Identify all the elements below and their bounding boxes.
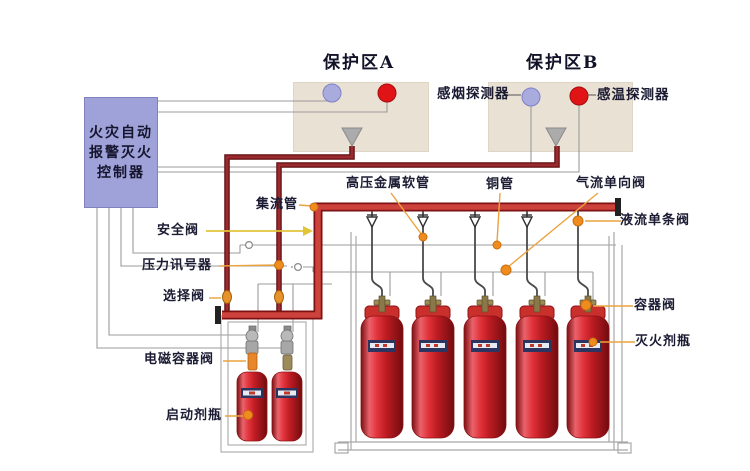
solenoid-container-valve-part	[247, 352, 258, 371]
cylinder-risers	[371, 211, 589, 300]
nozzle-b-icon	[545, 127, 567, 148]
manifold-marker-dot	[309, 202, 319, 212]
zone-a-devices	[322, 83, 397, 148]
nozzle-a-icon	[341, 127, 363, 148]
label-manifold: 集流管	[256, 197, 299, 212]
agent-bottle-marker-dot	[588, 337, 598, 347]
hose-marker-dot	[418, 232, 428, 242]
safety-valve-callout	[206, 226, 313, 236]
safety-valve-arrow-icon	[303, 226, 313, 236]
heat-detector-b-icon	[569, 86, 589, 106]
label-high-pressure-hose: 高压金属软管	[346, 176, 431, 191]
zone-b-devices	[521, 86, 589, 148]
protection-zone-b-box	[488, 82, 633, 152]
container-valve-ball	[580, 299, 592, 311]
starter-bottle-marker-dot	[243, 410, 253, 420]
valve-markers	[222, 202, 598, 420]
label-pressure-signal: 压力讯号器	[142, 258, 213, 273]
label-copper-pipe: 铜管	[486, 177, 515, 192]
gas-check-valve-ball	[500, 264, 512, 276]
label-starter-bottle: 启动剂瓶	[166, 408, 223, 423]
label-liquid-check-valve: 液流单条阀	[620, 213, 691, 228]
zone-discharge-pipes	[224, 146, 560, 315]
label-smoke-detector: 感烟探测器	[437, 86, 510, 102]
controller-line-2: 报警灭火	[89, 144, 153, 161]
callout-lines	[209, 192, 635, 417]
pressure-signal-device	[274, 260, 284, 270]
label-gas-check-valve: 气流单向阀	[576, 176, 647, 191]
smoke-detector-b-icon	[521, 87, 541, 107]
liquid-check-valve-ball	[572, 215, 584, 227]
label-heat-detector: 感温探测器	[597, 87, 670, 103]
starter-bottles	[236, 325, 303, 442]
label-safety-valve: 安全阀	[157, 223, 200, 238]
cylinder-brass-valves	[373, 295, 597, 313]
smoke-detector-a-icon	[322, 83, 342, 103]
selector-valve-a	[222, 290, 232, 304]
agent-cylinders	[360, 295, 610, 439]
copper-pipe-marker-dot	[492, 240, 502, 250]
label-solenoid-container-valve: 电磁容器阀	[144, 352, 215, 367]
pressure-switch-symbols	[245, 241, 303, 272]
selector-valve-b	[274, 290, 284, 304]
controller-line-3: 控制器	[97, 164, 145, 181]
cylinder-rack-frame	[334, 232, 632, 454]
controller-line-1: 火灾自动	[89, 124, 153, 141]
label-selector-valve: 选择阀	[163, 289, 206, 304]
label-agent-bottle: 灭火剂瓶	[635, 334, 692, 349]
heat-detector-a-icon	[377, 83, 397, 103]
protection-zone-a-box	[293, 82, 429, 152]
label-container-valve: 容器阀	[634, 298, 677, 313]
zone-b-title: 保护区B	[526, 53, 600, 73]
zone-a-title: 保护区A	[323, 53, 396, 73]
pilot-copper-tubing	[240, 244, 616, 332]
gas-check-valve-symbols	[365, 214, 534, 229]
fire-alarm-controller-box: 火灾自动 报警灭火 控制器	[84, 97, 158, 208]
starter-bottle-valves	[245, 325, 294, 371]
collecting-manifold-pipe	[215, 198, 621, 324]
